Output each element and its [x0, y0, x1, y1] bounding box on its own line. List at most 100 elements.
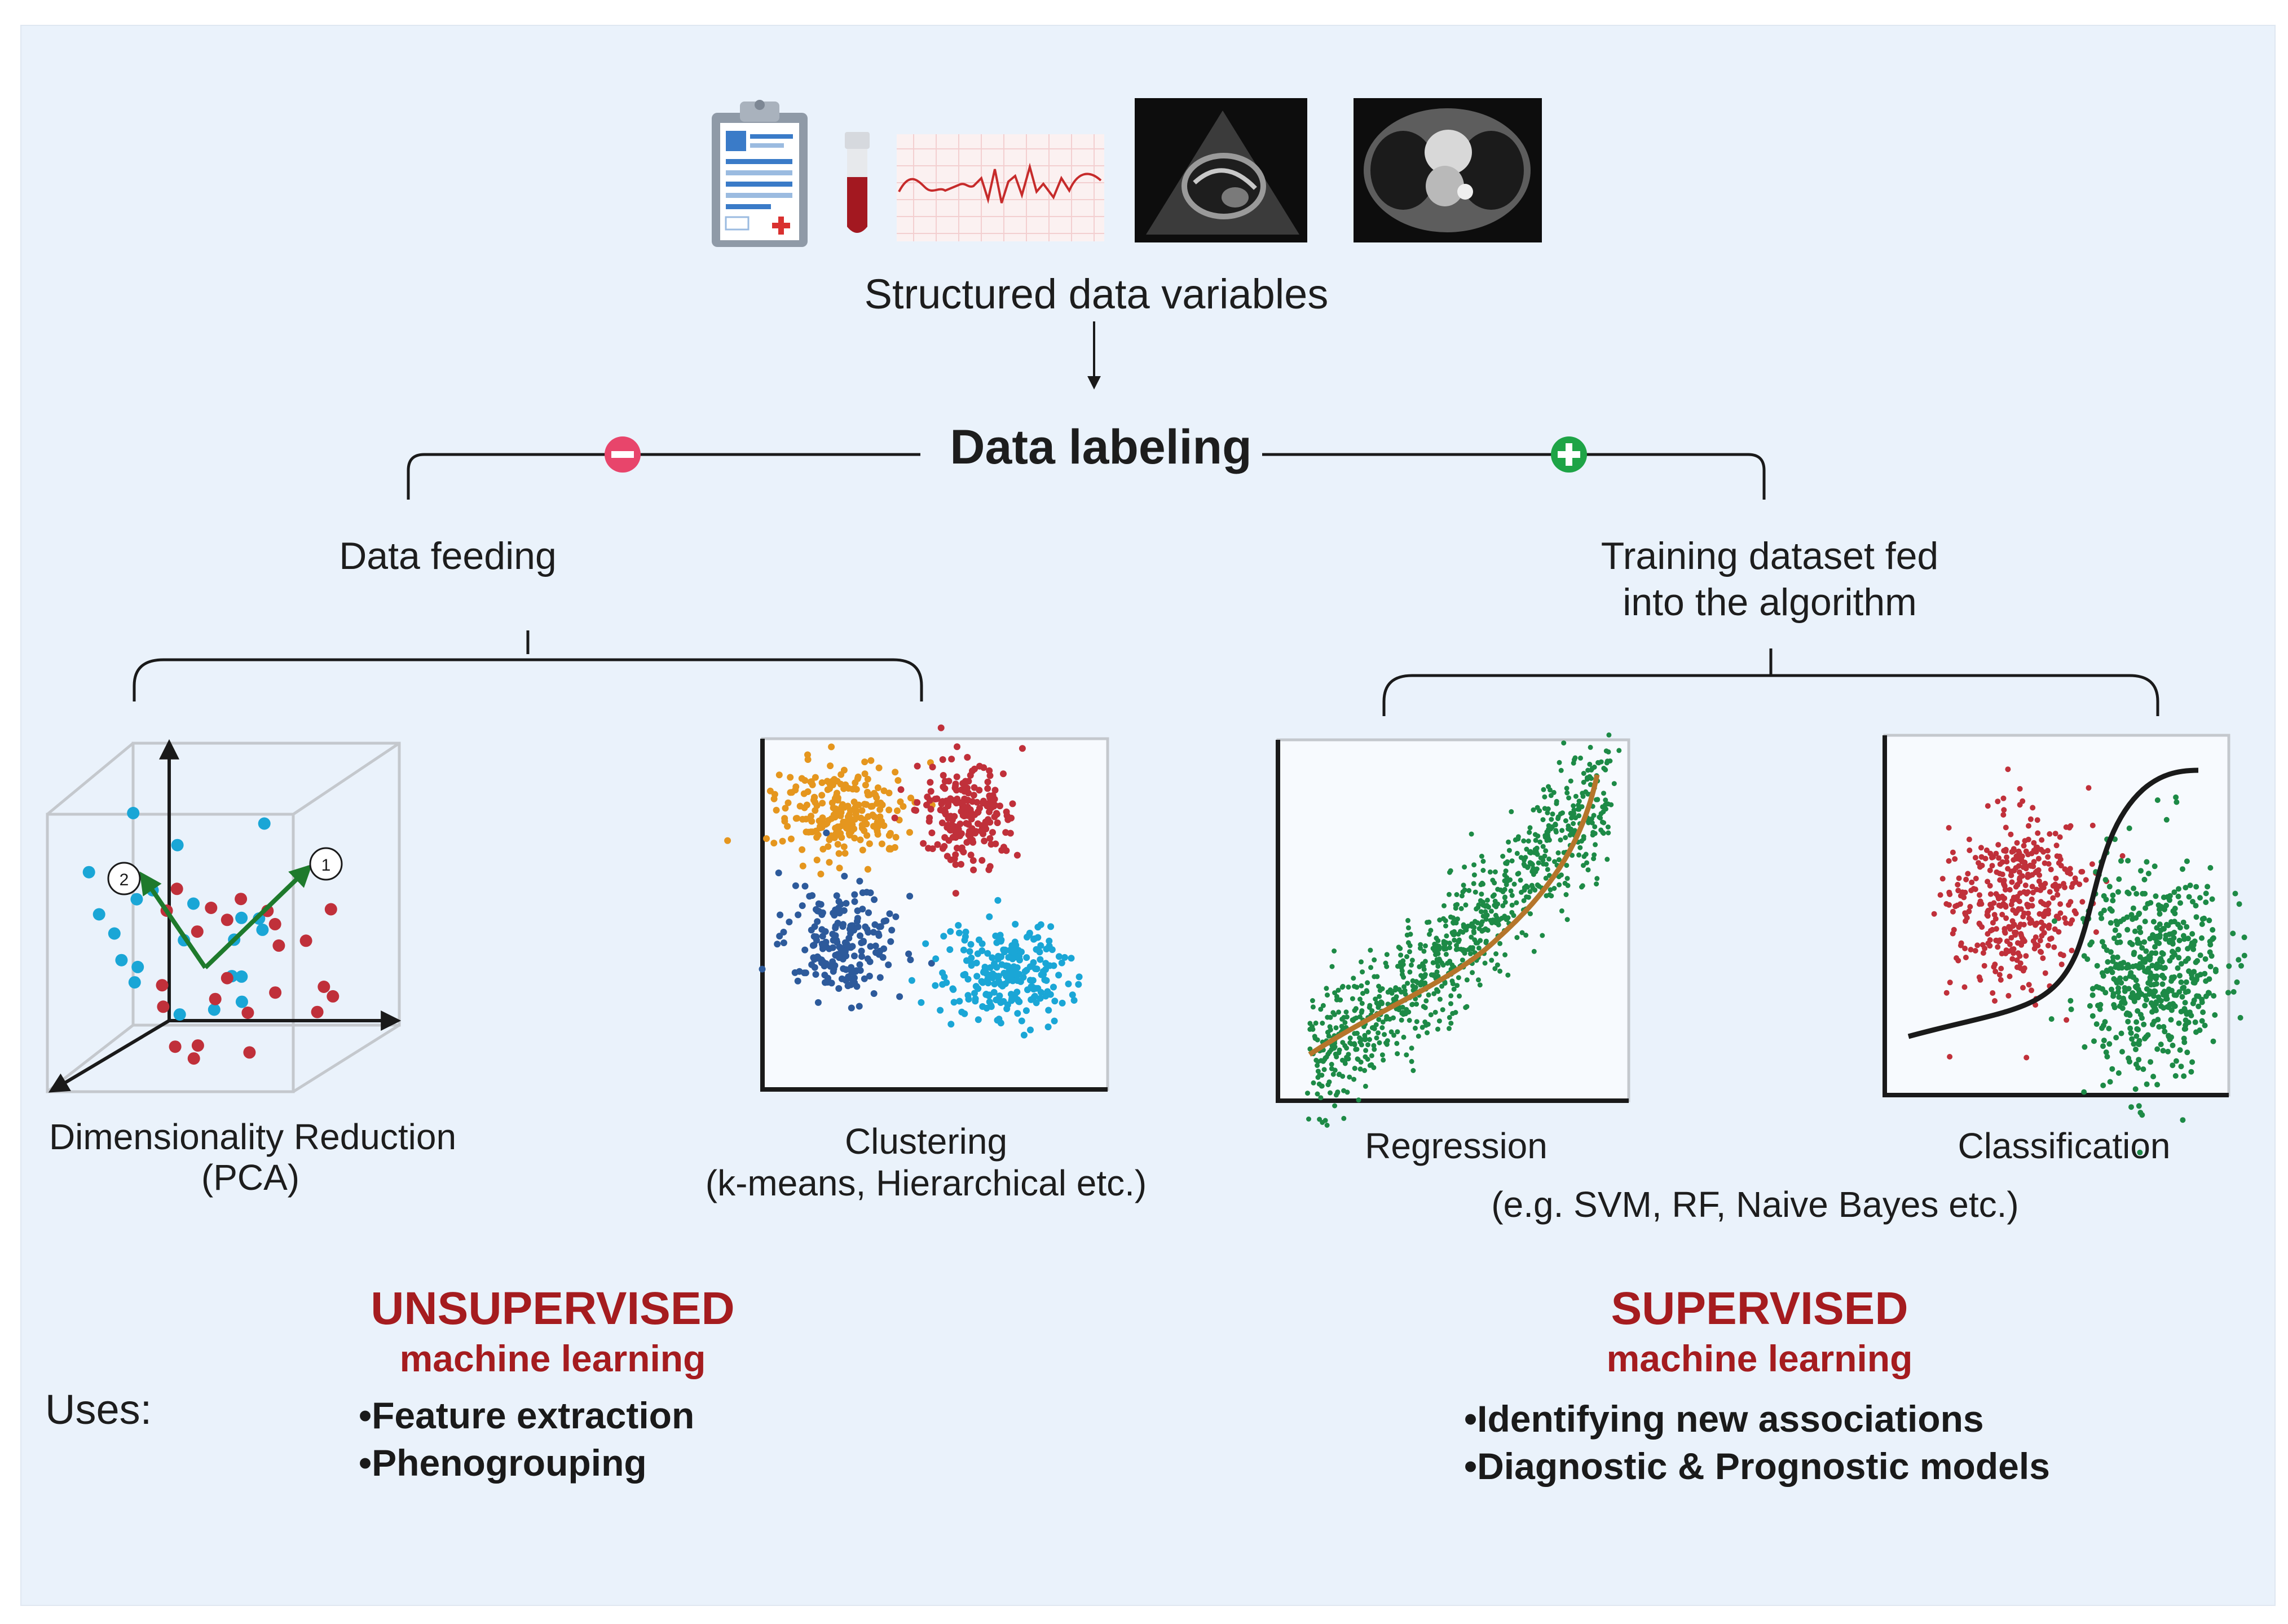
cluster-dot-orange [836, 864, 843, 872]
class-dot-green [2048, 1016, 2055, 1022]
pca-dot-red [272, 939, 285, 952]
cluster-dot-navy [905, 950, 912, 957]
regression-dot [1555, 814, 1561, 820]
class-dot-green [2183, 958, 2189, 964]
cluster-dot-cyan [990, 988, 998, 996]
class-dot-green [2097, 1001, 2104, 1008]
regression-dot [1471, 862, 1477, 868]
regression-dot [1572, 755, 1578, 761]
class-dot-red [2009, 898, 2016, 904]
regression-dot [1353, 1047, 1359, 1052]
class-dot-green [2232, 890, 2238, 897]
regression-dot [1423, 943, 1428, 948]
regression-dot [1410, 1068, 1416, 1073]
cluster-dot-red [927, 788, 934, 795]
cluster-dot-cyan [1003, 973, 1009, 980]
class-dot-green [2183, 885, 2189, 891]
regression-dot [1400, 958, 1406, 964]
class-dot-red [1950, 930, 1956, 937]
cluster-dot-navy [885, 961, 892, 968]
class-dot-green [2154, 797, 2161, 803]
class-dot-red [2041, 923, 2047, 929]
class-dot-red [2016, 848, 2022, 854]
pca-dot-blue [173, 1008, 186, 1021]
regression-dot [1350, 1017, 1355, 1023]
cluster-dot-orange [804, 756, 812, 763]
class-dot-green [2175, 921, 2181, 928]
cluster-dot-cyan [978, 978, 985, 985]
pca-dot-blue [256, 923, 269, 936]
regression-dot [1563, 835, 1568, 840]
class-dot-red [1990, 920, 1996, 926]
class-dot-green [2124, 914, 2130, 920]
class-dot-green [2099, 970, 2105, 976]
class-dot-green [2184, 858, 2190, 864]
cluster-dot-red [992, 840, 999, 848]
class-dot-red [2003, 915, 2009, 921]
class-dot-green [2136, 989, 2142, 995]
class-dot-green [2157, 964, 2163, 970]
class-dot-green [2144, 859, 2150, 865]
class-dot-red [2050, 883, 2056, 889]
class-dot-red [2004, 854, 2009, 860]
regression-dot [1437, 917, 1443, 923]
clustering-method-name: Clustering [844, 1121, 1008, 1162]
cluster-dot-navy [808, 926, 815, 934]
cluster-dot-orange [834, 841, 841, 848]
regression-dot [1326, 1033, 1332, 1039]
class-dot-red [1950, 908, 1956, 915]
cluster-dot-cyan [1012, 921, 1019, 928]
regression-dot [1401, 1034, 1407, 1040]
class-dot-green [2171, 950, 2177, 956]
data-labeling-title: Data labeling [950, 420, 1252, 474]
cluster-dot-navy [845, 934, 853, 942]
pca-dot-red [311, 1005, 324, 1018]
cluster-dot-orange [878, 840, 885, 848]
cluster-dot-cyan [979, 1003, 986, 1010]
class-dot-green [2196, 1003, 2202, 1009]
class-dot-red [2014, 882, 2021, 888]
cluster-dot-red [969, 767, 976, 775]
regression-dot [1584, 860, 1589, 866]
regression-dot [1365, 980, 1370, 986]
cluster-dot-orange [818, 824, 826, 831]
regression-dot [1561, 740, 1567, 746]
classification-method-name: Classification [1958, 1126, 2171, 1166]
regression-dot [1560, 810, 1565, 816]
regression-dot [1603, 802, 1608, 807]
class-dot-red [2025, 910, 2031, 916]
regression-dot [1519, 889, 1524, 895]
class-dot-red [1998, 965, 2004, 972]
pca-plot: 1 2 [46, 739, 402, 1093]
regression-dot [1551, 886, 1557, 891]
regression-dot [1356, 1097, 1361, 1103]
class-dot-green [2172, 1073, 2179, 1079]
cluster-dot-navy [896, 993, 903, 1000]
cluster-dot-orange [831, 814, 839, 821]
class-dot-green [2137, 961, 2143, 967]
class-dot-green [2116, 876, 2122, 882]
regression-dot [1558, 767, 1564, 773]
class-dot-red [1964, 915, 1970, 921]
class-dot-green [2199, 935, 2205, 941]
cluster-dot-red [933, 795, 941, 802]
class-dot-green [2185, 1020, 2192, 1026]
regression-dot [1368, 947, 1373, 953]
regression-dot [1340, 1040, 1346, 1045]
cluster-dot-orange [801, 777, 809, 784]
cluster-dot-navy [907, 956, 914, 964]
regression-dot [1492, 869, 1498, 875]
regression-dot [1530, 867, 1536, 873]
class-dot-green [2171, 992, 2177, 998]
class-dot-green [2093, 1021, 2100, 1027]
regression-dot [1571, 821, 1576, 826]
regression-dot [1505, 972, 1511, 978]
class-dot-green [2153, 893, 2159, 899]
class-dot-green [2152, 863, 2158, 870]
regression-dot [1447, 870, 1452, 875]
cluster-dot-navy [887, 938, 894, 945]
regression-dot [1502, 872, 1507, 878]
regression-dot [1447, 892, 1452, 897]
class-dot-green [2133, 1019, 2140, 1025]
class-dot-green [2118, 979, 2124, 986]
